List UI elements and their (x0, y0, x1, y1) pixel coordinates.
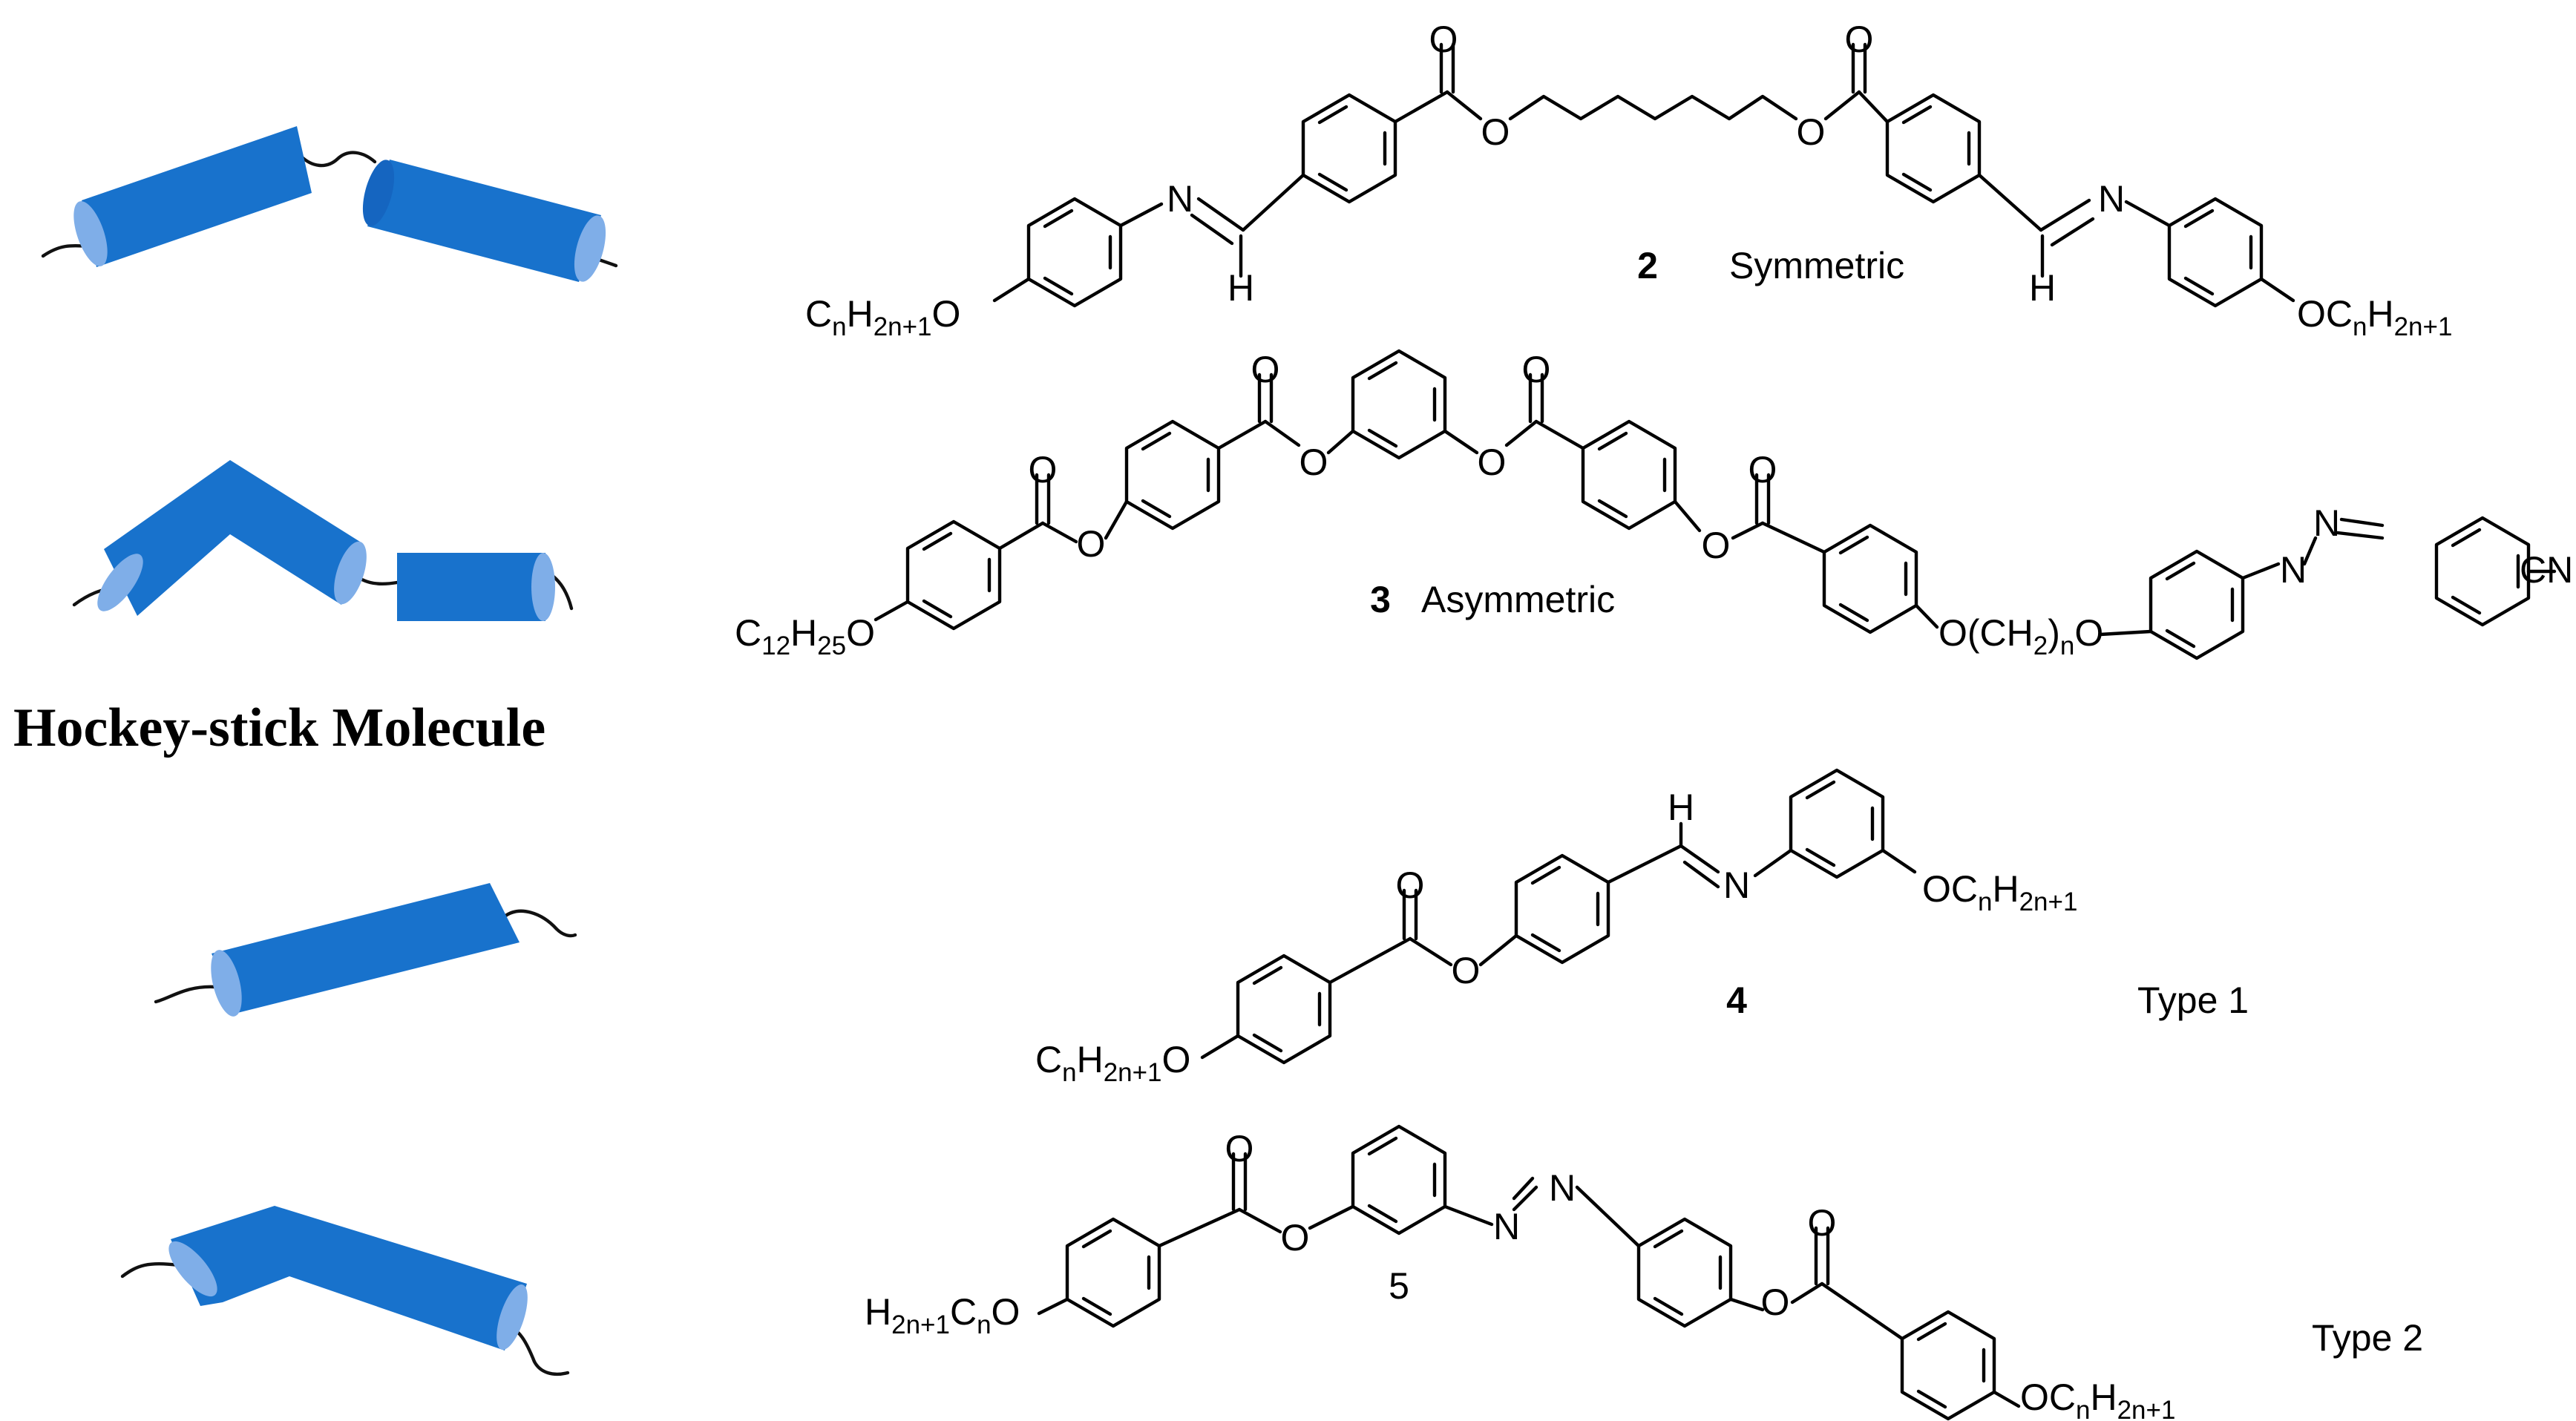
atom-o: O (1429, 19, 1458, 60)
rod-cap (531, 553, 555, 621)
compound-label: Symmetric (1729, 245, 1904, 286)
atom-o: O (1481, 111, 1510, 153)
atom-n: N (2098, 178, 2125, 220)
compound-5-labels: O O N N O O H2n+1CnO OCnH2n+1 5 Type 2 (865, 1128, 2423, 1421)
atom-h: H (1668, 787, 1694, 828)
compound-number: 4 (1726, 979, 1747, 1021)
compound-2-structure (992, 42, 2295, 306)
heading: Hockey-stick Molecule (13, 698, 545, 758)
atom-n: N (1723, 864, 1750, 906)
rod-cylinder (82, 126, 312, 267)
atom-o: O (1281, 1217, 1310, 1258)
atom-o: O (1452, 950, 1481, 991)
atom-o: O (1808, 1202, 1837, 1244)
atom-o: O (1478, 442, 1507, 483)
atom-o: O (1029, 449, 1058, 490)
rod-cylinder (212, 883, 520, 1013)
alkoxy-group-right: OCnH2n+1 (1922, 868, 2077, 916)
alkoxy-group-right: OCnH2n+1 (2020, 1376, 2175, 1421)
compound-number: 2 (1637, 245, 1658, 286)
compound-2-labels: O O O O N H N H CnH2n+1O OCnH2n+1 2 Symm… (805, 19, 2452, 341)
compound-number: 3 (1370, 579, 1391, 620)
compound-number: 5 (1389, 1265, 1409, 1307)
rod-cap (168, 1241, 217, 1297)
compound-4-labels: O O H N CnH2n+1O OCnH2n+1 4 Type 1 (1035, 787, 2249, 1087)
atom-h: H (2029, 267, 2056, 309)
rod-cylinder (397, 553, 545, 621)
spacer-group: O(CH2)nO (1938, 612, 2103, 660)
atom-n: N (2280, 549, 2307, 591)
compound-3-structure (874, 351, 2557, 658)
atom-h: H (1228, 267, 1254, 309)
rod-cap (211, 950, 242, 1017)
compound-label: Asymmetric (1421, 579, 1615, 620)
rod-cap (97, 554, 143, 611)
atom-o: O (1749, 449, 1777, 490)
compound-label: Type 1 (2137, 979, 2249, 1021)
compound-4-structure (1200, 770, 1917, 1063)
compound-5-structure (1037, 1126, 2021, 1419)
atom-n: N (1167, 178, 1193, 220)
bent-rod (104, 460, 360, 616)
rod-cap (362, 160, 395, 226)
atom-n: N (1549, 1167, 1576, 1209)
atom-o: O (1396, 864, 1425, 906)
atom-o: O (1797, 111, 1826, 153)
atom-o: O (1251, 349, 1280, 390)
atom-o: O (1077, 523, 1106, 565)
atom-o: O (1845, 19, 1874, 60)
alkoxy-group-right: OCnH2n+1 (2297, 293, 2452, 341)
atom-o: O (1225, 1128, 1254, 1169)
dodecyloxy-group: C12H25O (735, 612, 875, 660)
atom-o: O (1702, 525, 1731, 566)
compound-label: Type 2 (2312, 1317, 2423, 1359)
rod-cylinder (367, 160, 601, 282)
cartoon-model-3 (154, 883, 577, 1017)
alkoxy-group-left: H2n+1CnO (865, 1291, 1020, 1339)
cyano-group: CN (2520, 549, 2573, 591)
atom-n: N (1493, 1206, 1520, 1247)
atom-n: N (2313, 502, 2340, 544)
alkoxy-group-left: CnH2n+1O (1035, 1039, 1190, 1087)
atom-o: O (1761, 1281, 1790, 1323)
rod-cap (574, 215, 606, 282)
atom-o: O (1300, 442, 1328, 483)
cartoon-model-2 (72, 460, 574, 621)
rod-cap (73, 201, 108, 266)
cartoon-model-4 (120, 1206, 570, 1376)
compound-3-labels: O O O O O O O O N N C12H25O O(CH2)nO CN … (735, 349, 2573, 660)
rod-cap (496, 1284, 528, 1351)
alkoxy-group-left: CnH2n+1O (805, 293, 960, 341)
atom-o: O (1522, 349, 1551, 390)
rod-cap (334, 541, 367, 605)
cartoon-model-1 (41, 126, 618, 282)
bent-rod (171, 1206, 527, 1351)
